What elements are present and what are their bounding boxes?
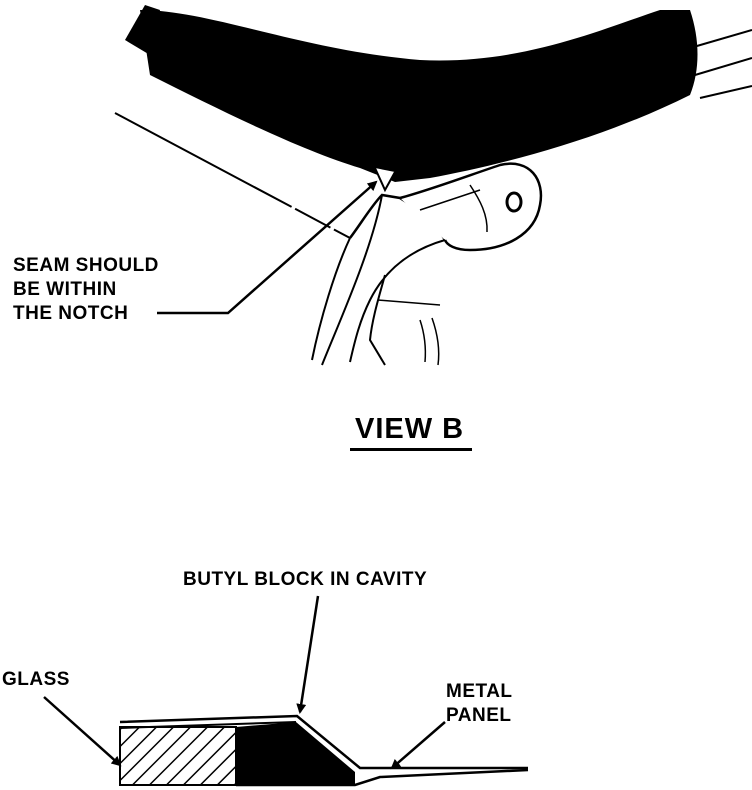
view-b-illustration	[114, 5, 752, 366]
bracket-tab	[399, 162, 543, 252]
seam-leader-line	[157, 180, 378, 315]
molding-top-line	[119, 721, 297, 729]
bracket-shading	[419, 189, 481, 211]
metal-label-line1: METAL	[446, 681, 513, 702]
pillar-inner	[377, 299, 441, 306]
metal-leader-line	[390, 721, 446, 770]
bracket-shading	[469, 184, 488, 233]
body-edge-line	[114, 112, 351, 239]
pillar-inner	[368, 274, 386, 366]
glass-section	[119, 726, 237, 786]
pillar-inner	[431, 317, 440, 366]
rail-line	[694, 57, 752, 76]
metal-panel-line	[236, 768, 529, 787]
cross-section-illustration	[43, 595, 529, 787]
seam-label-line1: SEAM SHOULD	[13, 255, 159, 276]
view-b-title-underline	[350, 448, 472, 451]
notch-mark	[374, 167, 396, 193]
rail-line	[699, 85, 752, 99]
pillar-inner	[419, 319, 427, 363]
glass-label: GLASS	[2, 669, 70, 690]
bracket-hole	[505, 191, 523, 213]
glass-leader-line	[43, 696, 122, 767]
seam-label-line3: THE NOTCH	[13, 303, 129, 324]
molding-seal	[140, 10, 698, 182]
pillar-outline	[311, 237, 351, 361]
view-b-title: VIEW B	[355, 413, 465, 445]
pillar-outline	[349, 239, 446, 363]
butyl-leader-line	[296, 595, 320, 714]
pillar-outline	[321, 194, 383, 366]
metal-label-line2: PANEL	[446, 705, 512, 726]
molding-top-line	[119, 714, 528, 770]
butyl-block	[236, 722, 355, 785]
rail-line	[689, 29, 752, 49]
seam-label-line2: BE WITHIN	[13, 279, 117, 300]
butyl-label: BUTYL BLOCK IN CAVITY	[183, 569, 428, 590]
